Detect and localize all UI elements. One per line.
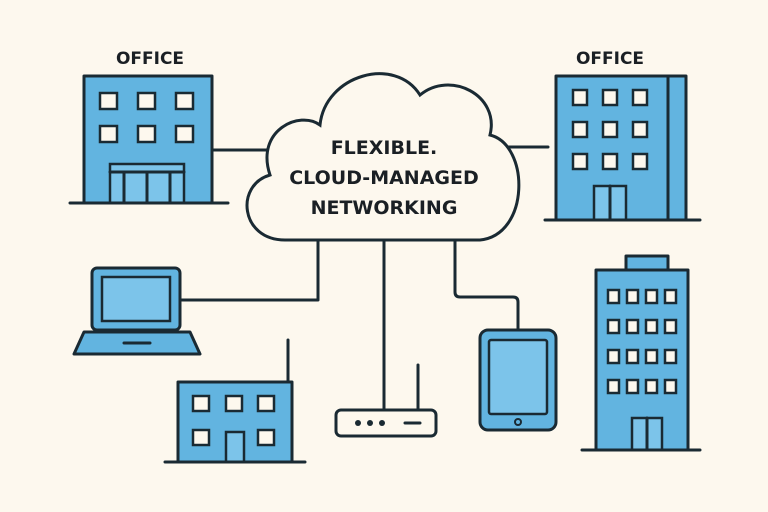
tablet-icon — [478, 328, 558, 432]
office-right: OFFICE — [543, 49, 702, 222]
laptop-icon — [72, 266, 202, 356]
cloud-line-3: NETWORKING — [311, 197, 458, 219]
small-building-icon — [163, 338, 307, 464]
line-tablet — [453, 238, 520, 332]
line-laptop — [178, 238, 320, 302]
office-left-label: OFFICE — [116, 49, 184, 69]
tower-building-icon — [580, 254, 702, 452]
office-right-label: OFFICE — [576, 49, 644, 69]
cloud-line-2: CLOUD-MANAGED — [289, 167, 479, 189]
cloud: FLEXIBLE. CLOUD-MANAGED NETWORKING — [245, 72, 521, 242]
office-left: OFFICE — [68, 49, 230, 205]
cloud-line-1: FLEXIBLE. — [331, 137, 438, 159]
router-icon — [334, 363, 438, 438]
